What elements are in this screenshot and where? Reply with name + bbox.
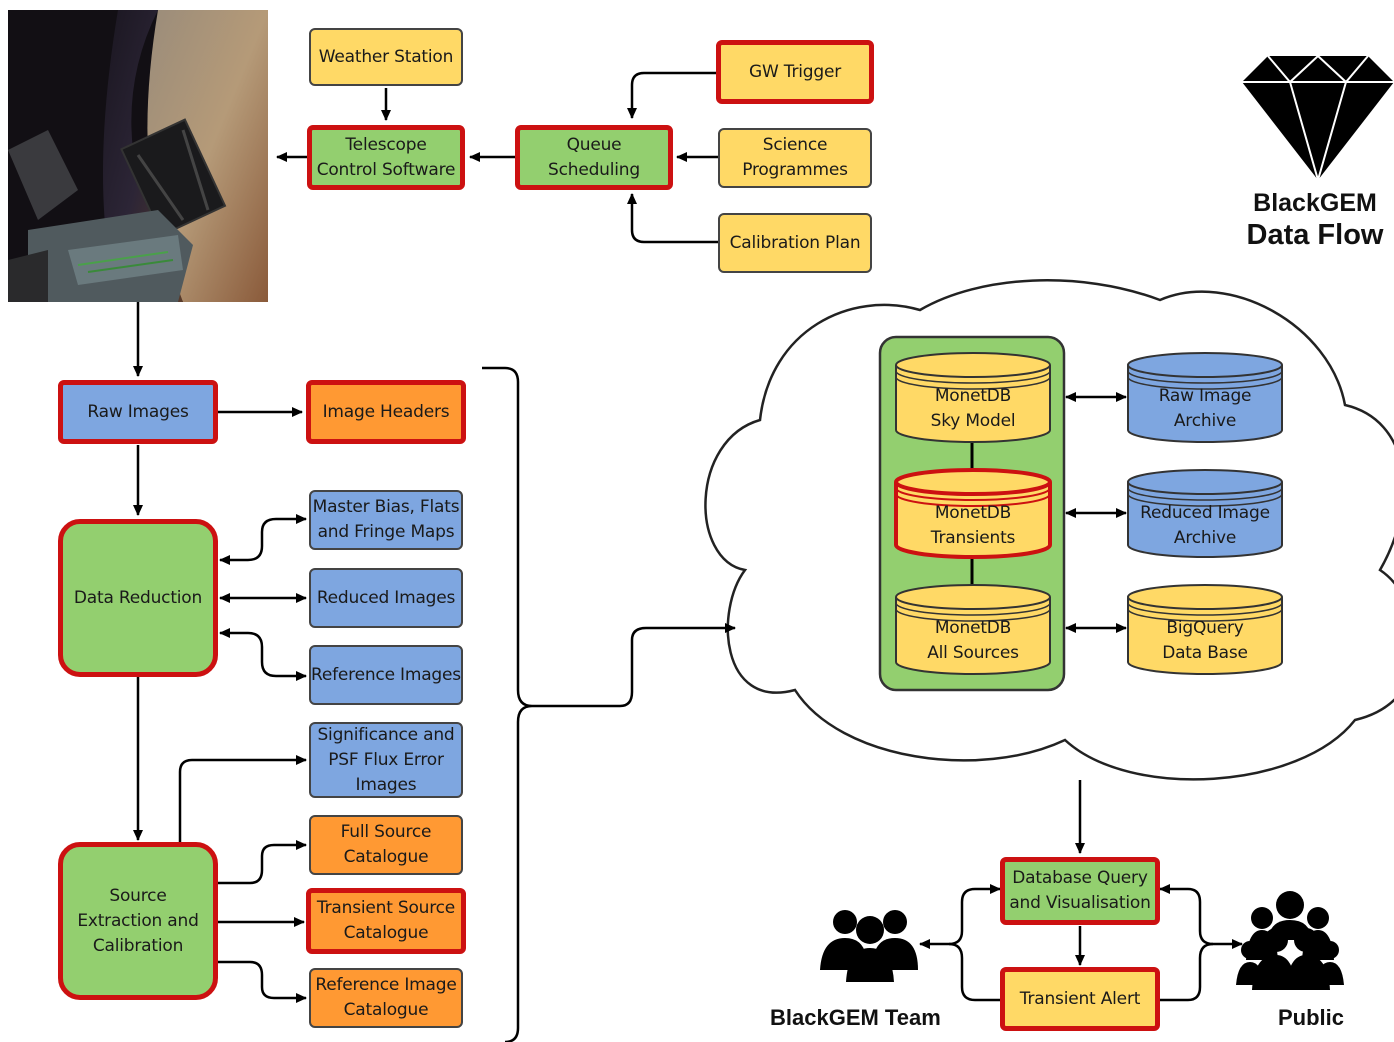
diagram-title: BlackGEM Data Flow (1236, 188, 1394, 252)
transient-source-catalogue-box: Transient Source Catalogue (306, 888, 466, 954)
source-extraction-box: Source Extraction and Calibration (58, 842, 218, 1000)
public-people-icon (1236, 891, 1344, 990)
db-cylinder-raw-archive (1127, 352, 1283, 443)
gw-trigger-box: GW Trigger (716, 40, 874, 104)
transient-alert-box: Transient Alert (1000, 967, 1160, 1031)
telescope-control-box: Telescope Control Software (307, 125, 465, 190)
db-raw-archive-label: Raw Image Archive (1158, 386, 1252, 431)
group-brace (482, 366, 533, 1042)
team-people-icon (820, 910, 918, 982)
db-cylinder-transients (894, 468, 1052, 559)
title-line-2: Data Flow (1246, 219, 1384, 251)
reduced-images-box: Reduced Images (309, 568, 463, 628)
db-transients-label: MonetDB Transients (930, 503, 1016, 548)
queue-scheduling-box: Queue Scheduling (515, 125, 673, 190)
db-cylinder-reduced-archive (1127, 469, 1283, 558)
db-cylinder-sky-model (895, 352, 1051, 443)
db-cylinder-bigquery (1127, 584, 1283, 675)
db-cylinder-all-sources (895, 584, 1051, 675)
significance-box: Significance and PSF Flux Error Images (309, 722, 463, 798)
public-label: Public (1278, 1005, 1345, 1030)
diamond-logo-icon (1242, 54, 1394, 184)
raw-images-box: Raw Images (58, 380, 218, 444)
data-reduction-box: Data Reduction (58, 519, 218, 677)
db-sky-model-label: MonetDB Sky Model (930, 386, 1016, 431)
db-all-sources-label: MonetDB All Sources (927, 618, 1019, 663)
master-bias-box: Master Bias, Flats and Fringe Maps (309, 490, 463, 550)
db-bigquery-label: BigQuery Data Base (1162, 618, 1248, 663)
full-source-catalogue-box: Full Source Catalogue (309, 815, 463, 875)
team-label: BlackGEM Team (770, 1005, 941, 1030)
telescope-photo (8, 10, 268, 302)
reference-images-box: Reference Images (309, 645, 463, 705)
database-query-box: Database Query and Visualisation (1000, 857, 1160, 925)
calibration-plan-box: Calibration Plan (718, 213, 872, 273)
db-reduced-archive-label: Reduced Image Archive (1140, 503, 1270, 548)
science-programmes-box: Science Programmes (718, 128, 872, 188)
title-line-1: BlackGEM (1253, 189, 1377, 217)
weather-station-box: Weather Station (309, 28, 463, 86)
reference-image-catalogue-box: Reference Image Catalogue (309, 968, 463, 1028)
image-headers-box: Image Headers (306, 380, 466, 444)
